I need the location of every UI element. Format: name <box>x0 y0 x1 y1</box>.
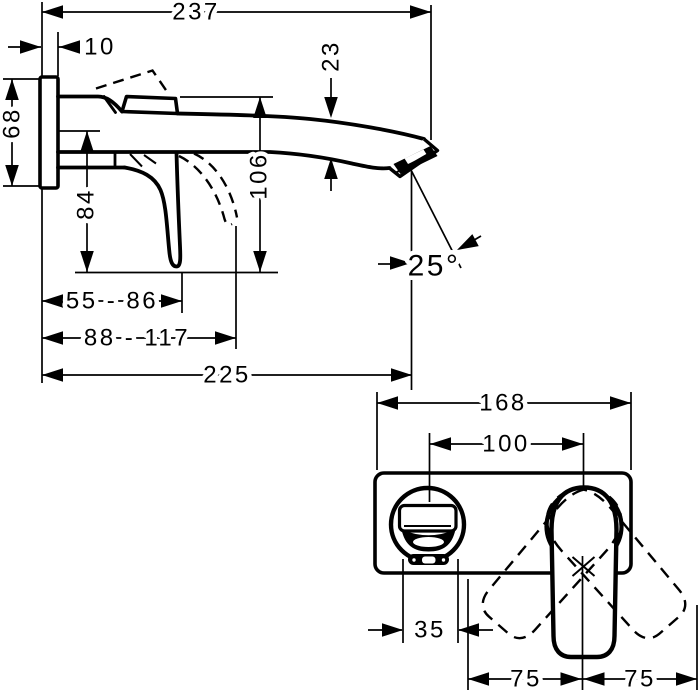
arrowhead <box>676 672 697 686</box>
arrowhead <box>468 672 489 686</box>
arrowhead <box>391 368 412 382</box>
front-view: 168 100 35 75 75 <box>368 385 698 690</box>
arrowhead <box>430 437 451 451</box>
dim-10: 10 <box>8 29 118 65</box>
aerator-front-opening <box>413 537 444 547</box>
outlet-base-dot-right <box>441 558 446 562</box>
arrowhead <box>324 97 338 118</box>
dim-label-68: 68 <box>0 107 26 139</box>
dim-label-55-86: 55 - 86 <box>66 288 158 315</box>
front-extension-lines <box>376 392 698 690</box>
arrowhead <box>560 672 582 686</box>
arrowhead <box>20 40 41 54</box>
arrowhead <box>80 251 94 272</box>
aerator-slot <box>404 149 427 164</box>
dim-angle-25: 25° <box>378 234 482 287</box>
dim-label-10: 10 <box>84 34 116 61</box>
arrowhead <box>390 256 411 270</box>
dim-label-35: 35 <box>414 617 446 644</box>
dim-label-23: 23 <box>318 40 345 72</box>
handle-front <box>552 488 617 658</box>
dim-100: 100 <box>429 426 584 462</box>
front-dimensions: 168 100 35 75 75 <box>368 385 697 690</box>
handle-side <box>122 150 183 269</box>
dim-237: 237 <box>42 0 431 30</box>
pivot-cross-icon <box>571 556 596 577</box>
dim-label-237: 237 <box>172 0 220 26</box>
handle-swung-dashed-1 <box>178 154 233 227</box>
arrowhead <box>583 672 605 686</box>
aerator-under-edge <box>394 150 434 175</box>
arrowhead <box>42 5 63 19</box>
spout-outlet-window <box>397 503 458 533</box>
dim-106: 106 <box>241 97 277 273</box>
side-dimensions: 237 10 68 84 <box>0 0 482 393</box>
handle-joint-edge-2 <box>143 154 157 165</box>
dim-55-86: 55 - 86 <box>42 283 182 319</box>
spray-angle-line <box>408 166 462 269</box>
outlet-base-dot-left <box>412 558 416 562</box>
handle-joint-edge-1 <box>129 153 143 168</box>
arrowhead <box>5 165 19 186</box>
dim-225: 225 <box>42 357 412 393</box>
dim-23: 23 <box>313 36 349 191</box>
spout-top-edge <box>175 111 426 141</box>
side-extension-lines <box>3 2 462 390</box>
dim-88-117: 88 - 117 <box>42 320 236 356</box>
arrowhead <box>80 131 94 152</box>
lever-grip-side <box>120 94 180 116</box>
lever-raised-dashed <box>95 69 170 96</box>
arrowhead <box>215 331 236 345</box>
dim-label-106: 106 <box>246 152 273 200</box>
dim-label-225: 225 <box>203 362 251 389</box>
arrowhead <box>377 396 398 410</box>
dim-label-75-left: 75 <box>510 666 542 690</box>
dim-label-88-117: 88 - 117 <box>84 325 190 352</box>
dim-label-75-right: 75 <box>624 666 656 690</box>
side-view: 237 10 68 84 <box>0 0 482 393</box>
arrowhead <box>610 396 631 410</box>
dim-75-75: 75 75 <box>468 661 697 690</box>
dim-label-100: 100 <box>482 431 530 458</box>
front-plate-group <box>373 471 696 658</box>
arrowhead <box>382 623 403 637</box>
arrowhead <box>324 158 338 179</box>
dim-168: 168 <box>377 385 631 421</box>
dim-84: 84 <box>68 131 104 273</box>
arrowhead <box>457 234 479 250</box>
aerator-side <box>388 137 440 179</box>
arrowhead <box>59 40 80 54</box>
arrowhead <box>161 294 182 308</box>
faucet-side-outline <box>38 69 440 269</box>
dim-label-25deg: 25° <box>408 250 461 283</box>
wall-plate-side <box>38 75 60 190</box>
handle-swung-dashed-2 <box>193 152 239 218</box>
arrowhead <box>5 79 19 100</box>
dim-68: 68 <box>0 79 30 186</box>
arrowhead <box>253 97 267 118</box>
arrowhead <box>410 5 431 19</box>
dim-label-168: 168 <box>479 390 527 417</box>
dim-label-84: 84 <box>73 188 100 220</box>
arrowhead <box>253 251 267 272</box>
spout-bottom-edge <box>56 150 392 171</box>
outlet-base-slot <box>422 556 436 564</box>
arrowhead <box>42 368 63 382</box>
arrowhead <box>562 437 583 451</box>
arrowhead <box>458 623 479 637</box>
dim-35: 35 <box>368 612 493 648</box>
lever-front-edge <box>102 95 117 114</box>
arrowhead <box>42 294 63 308</box>
body-top-near-wall <box>56 94 124 114</box>
arrowhead <box>42 331 63 345</box>
